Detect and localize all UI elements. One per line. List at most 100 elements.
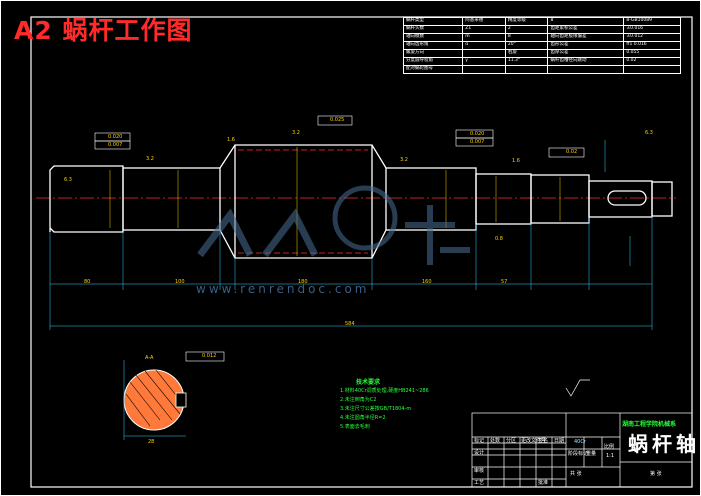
notes-heading: 技术要求 <box>356 379 381 386</box>
tolerance-value: 0.02 <box>566 149 578 155</box>
tb-label: 设计 <box>474 450 485 456</box>
param-cell: m <box>462 33 506 42</box>
param-cell: 精度等级 <box>504 17 549 26</box>
param-cell <box>462 65 506 74</box>
param-cell: 蜗杆齿槽径向跳动 <box>547 57 625 66</box>
param-cell: 配对蜗轮图号 <box>402 65 464 74</box>
tb-label: 比例 <box>604 444 615 450</box>
note-item: 2.未注倒角为C2 <box>340 397 377 403</box>
roughness-value: 0.8 <box>495 236 503 242</box>
tb-label: 分区 <box>506 438 517 444</box>
param-cell: 8-GB10089 <box>623 17 681 26</box>
param-cell: 齿厚公差 <box>547 49 625 58</box>
param-cell: 分度圆导程角 <box>402 57 464 66</box>
param-cell: γ <box>462 57 506 66</box>
param-row: 配对蜗轮图号 <box>402 65 681 74</box>
dimension-text: 160 <box>422 279 432 285</box>
tolerance-value: 0.020 <box>108 134 123 140</box>
param-cell: 轴向模数 <box>402 33 464 42</box>
param-cell <box>504 65 549 74</box>
note-item: 5.表面去毛刺 <box>340 424 370 430</box>
roughness-value: 1.6 <box>227 137 235 143</box>
param-cell: 齿形公差 <box>547 41 625 50</box>
section-tolerance: 0.012 <box>202 353 217 359</box>
param-cell: 螺旋方向 <box>402 49 464 58</box>
param-cell: 蜗杆类型 <box>402 17 464 26</box>
param-cell: 8 <box>547 17 625 26</box>
param-cell: 0.055 <box>623 49 681 58</box>
part-name: 蜗杆轴 <box>628 432 700 456</box>
param-cell: 轴向齿距极限偏差 <box>547 33 625 42</box>
material: 40Cr <box>574 439 586 445</box>
section-label: A-A <box>145 355 154 361</box>
param-cell: 20° <box>504 41 549 50</box>
param-cell: α <box>462 41 506 50</box>
tb-label: 批准 <box>538 480 549 486</box>
dimension-text: 80 <box>84 279 91 285</box>
diameter-dimensions <box>109 147 561 256</box>
tb-label: 日期 <box>554 438 565 444</box>
tooth-pitch-lines <box>238 149 368 254</box>
tb-label: 签名 <box>538 438 549 444</box>
tb-label: 阶段标记 <box>568 451 589 457</box>
roughness-value: 6.3 <box>64 177 72 183</box>
param-cell: 2 <box>504 25 549 34</box>
param-cell: ff1 0.016 <box>623 41 681 50</box>
roughness-value: 3.2 <box>292 130 300 136</box>
param-cell: 11.3° <box>504 57 549 66</box>
worm-shaft <box>49 144 673 259</box>
param-cell: 0.02 <box>623 57 681 66</box>
param-cell <box>623 65 681 74</box>
dimension-text: 180 <box>298 279 308 285</box>
section-dimension: 28 <box>148 439 155 445</box>
dimension-text: 57 <box>501 279 508 285</box>
tb-label: 标记 <box>474 438 485 444</box>
company-name: 湖南工程学院机械系 <box>622 421 677 428</box>
tolerance-value: 0.007 <box>470 139 485 145</box>
dimension-text: 100 <box>175 279 185 285</box>
tolerance-value: 0.020 <box>470 131 485 137</box>
param-cell: 蜗杆头数 <box>402 25 464 34</box>
dimension-text: 584 <box>345 321 355 327</box>
tb-label: 审核 <box>474 468 485 474</box>
tb-label: 重量 <box>586 451 597 457</box>
roughness-value: 1.6 <box>512 158 520 164</box>
param-cell: 轴向齿形角 <box>402 41 464 50</box>
tb-label: 更改文件号 <box>521 438 547 444</box>
note-item: 3.未注尺寸公差按GB/T1804-m <box>340 406 412 412</box>
param-cell: 8 <box>504 33 549 42</box>
roughness-value: 3.2 <box>400 157 408 163</box>
roughness-value: 3.2 <box>146 156 154 162</box>
technical-requirements: 技术要求 1.材料40Cr调质处理,硬度HB241~286 2.未注倒角为C2 … <box>340 378 429 432</box>
param-cell: ±0.012 <box>623 33 681 42</box>
tb-label: 共 张 <box>570 471 582 477</box>
note-item: 1.材料40Cr调质处理,硬度HB241~286 <box>340 388 429 394</box>
param-cell <box>462 49 506 58</box>
roughness-symbol <box>565 379 590 397</box>
drawing-title: A2 蜗杆工作图 <box>14 16 193 45</box>
param-cell: 齿距累积公差 <box>547 25 625 34</box>
tb-label: 工艺 <box>474 480 485 486</box>
param-cell <box>547 65 625 74</box>
param-cell: ±0.016 <box>623 25 681 34</box>
title-block-grid <box>471 412 693 488</box>
watermark-text: www.renrendoc.com <box>196 282 370 296</box>
extension-lines <box>49 140 653 330</box>
section-view <box>123 360 187 440</box>
tolerance-frame-boxes <box>94 115 585 362</box>
drawing-frame <box>30 16 693 488</box>
param-cell: Z1 <box>462 25 506 34</box>
scale: 1:1 <box>606 453 615 459</box>
watermark-logo <box>197 185 470 265</box>
tb-label: 第 张 <box>650 471 662 477</box>
tolerance-value: 0.025 <box>330 117 345 123</box>
